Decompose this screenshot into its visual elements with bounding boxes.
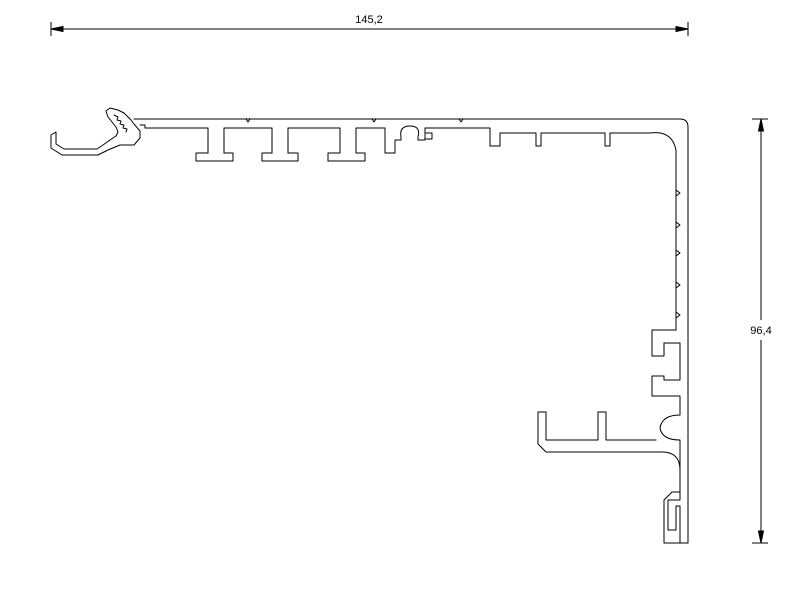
height-arrow-top [757,118,765,132]
lower-flange [537,411,681,471]
right-groove-4 [675,281,681,289]
right-side-slots [651,329,689,544]
top-outer-skin [133,118,689,544]
width-arrow-right [675,25,689,33]
top-notch-2 [371,118,377,123]
width-dimension [50,22,689,36]
height-dimension [752,118,768,544]
top-inner-wall [139,124,677,331]
top-notch-3 [458,118,464,123]
width-dimension-label: 145,2 [355,14,383,26]
height-arrow-bottom [757,530,765,544]
bottom-clip [663,491,689,544]
hook-serrations [113,114,128,133]
right-groove-2 [675,221,681,229]
width-arrow-left [50,25,64,33]
left-hook [50,107,141,156]
right-groove-3 [675,249,681,257]
height-dimension-label: 96,4 [750,325,771,337]
right-groove-1 [675,189,681,197]
profile-section [50,107,689,544]
top-groove-detail [425,132,433,140]
top-notch-1 [245,118,251,123]
right-groove-5 [675,311,681,319]
